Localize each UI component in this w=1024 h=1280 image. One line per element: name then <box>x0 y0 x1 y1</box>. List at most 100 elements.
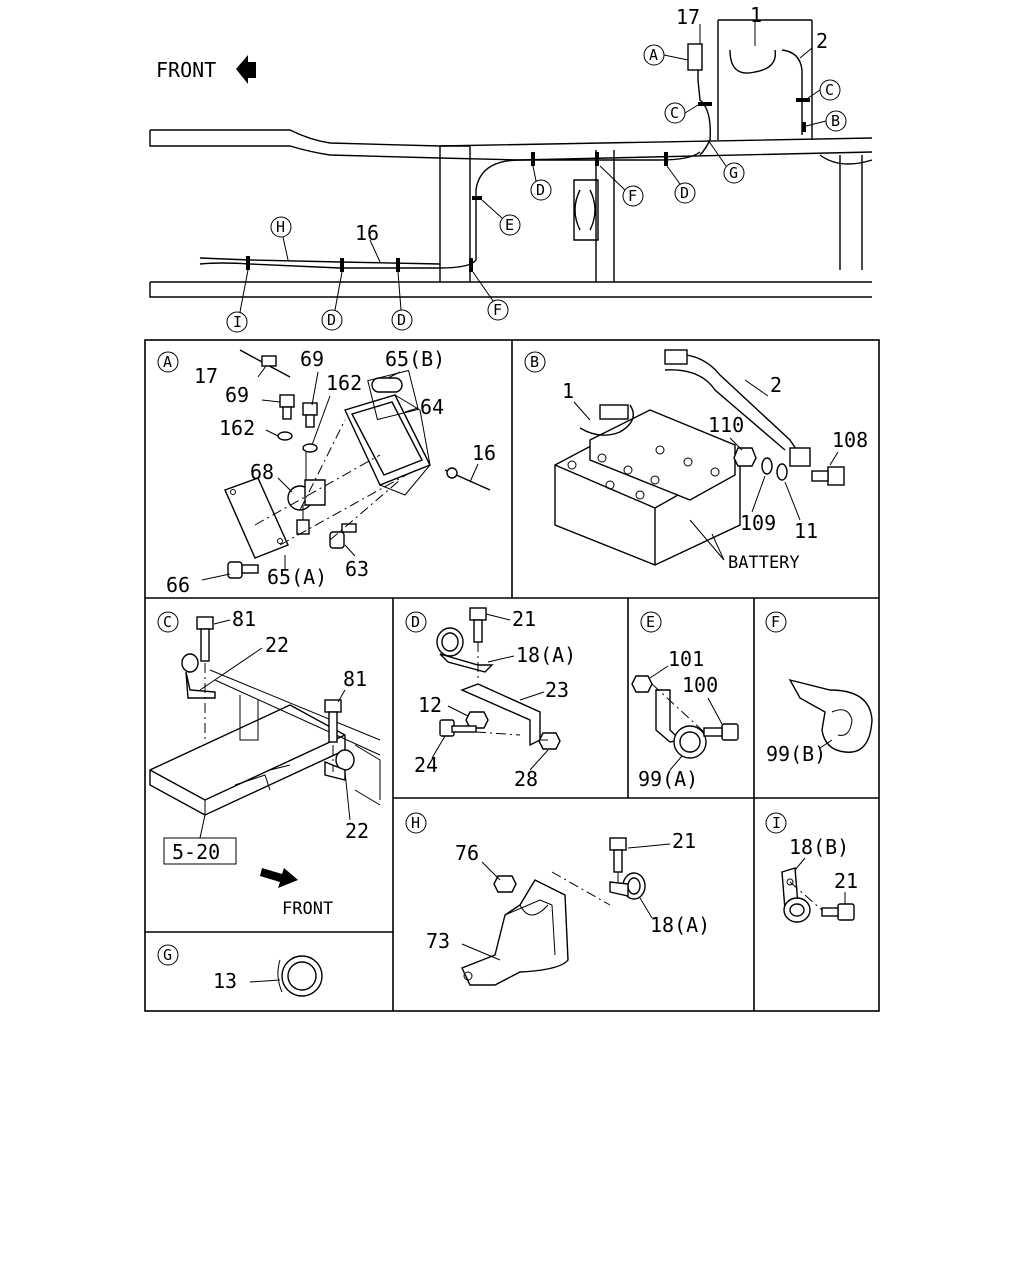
clamps <box>246 98 810 272</box>
cross-member-3 <box>819 154 873 270</box>
panel-i-letter: I <box>772 814 781 832</box>
clamp-22-right <box>324 749 355 781</box>
panel-d: D 21 18(A) 23 12 24 28 <box>405 607 576 791</box>
bolt-66 <box>227 561 259 579</box>
overview-label-17: 17 <box>676 5 700 29</box>
label-109: 109 <box>740 511 776 535</box>
panel-g: G 13 <box>157 944 323 997</box>
bolt-81-left <box>196 616 214 662</box>
cross-member-2 <box>595 150 615 282</box>
harness-2 <box>781 49 803 135</box>
label-69-right: 69 <box>300 347 324 371</box>
cover-plate-65a <box>224 477 289 559</box>
starter-motor <box>573 179 599 241</box>
bolt-24 <box>439 719 477 737</box>
nut-101 <box>631 675 653 693</box>
label-21-h: 21 <box>672 829 696 853</box>
front-arrow-icon <box>236 55 256 84</box>
label-front-c: FRONT <box>282 899 333 919</box>
label-65a: 65(A) <box>267 565 327 589</box>
washer-162-left <box>277 431 293 441</box>
callout-c2: C <box>825 81 834 99</box>
callout-c1: C <box>670 104 679 122</box>
panel-c: C 5-20 FRONT 81 22 81 22 <box>149 607 381 919</box>
callout-f1: F <box>628 187 637 205</box>
front-label: FRONT <box>156 58 216 82</box>
overview-callouts: A C C B G D F D E H F I D D <box>226 44 847 333</box>
callout-i: I <box>233 313 242 331</box>
label-16: 16 <box>472 441 496 465</box>
label-28: 28 <box>514 767 538 791</box>
harness-1 <box>729 49 777 74</box>
bolt-81-right <box>324 699 342 743</box>
label-2: 2 <box>770 373 782 397</box>
callout-f2: F <box>493 301 502 319</box>
frame-rail-upper <box>149 129 873 161</box>
label-63: 63 <box>345 557 369 581</box>
nut-12 <box>465 711 489 729</box>
label-18a-d: 18(A) <box>516 643 576 667</box>
clamp-18a-d <box>436 627 494 673</box>
overview-diagram: FRONT <box>149 3 873 333</box>
label-22-bottom: 22 <box>345 819 369 843</box>
callout-d3: D <box>327 311 336 329</box>
nut-28 <box>538 732 561 750</box>
label-108: 108 <box>832 428 868 452</box>
panel-h: H 76 21 18(A) 73 <box>405 812 710 986</box>
panel-i: I 18(B) 21 <box>765 812 858 923</box>
panel-e-letter: E <box>646 613 655 631</box>
label-64: 64 <box>420 395 444 419</box>
label-12: 12 <box>418 693 442 717</box>
panel-a-letter: A <box>163 353 172 371</box>
battery-tray <box>149 704 346 816</box>
label-21-i: 21 <box>834 869 858 893</box>
label-battery: BATTERY <box>728 553 800 573</box>
label-69-left: 69 <box>225 383 249 407</box>
overview-label-2: 2 <box>816 29 828 53</box>
panel-b: B 1 2 110 108 109 11 BATTERY <box>524 349 868 573</box>
label-23: 23 <box>545 678 569 702</box>
battery-box-outline <box>717 19 813 140</box>
label-68: 68 <box>250 460 274 484</box>
panel-f: F 99(B) <box>765 611 873 766</box>
panel-g-letter: G <box>163 946 172 964</box>
washer-11 <box>776 463 788 481</box>
label-13: 13 <box>213 969 237 993</box>
label-65b: 65(B) <box>385 347 445 371</box>
panel-f-letter: F <box>771 613 780 631</box>
panel-e: E 101 100 99(A) <box>631 611 739 791</box>
cross-member-1 <box>439 145 471 282</box>
harness-16b <box>199 257 441 265</box>
overview-label-1: 1 <box>750 3 762 27</box>
battery-terminals <box>567 445 720 500</box>
washer-109 <box>761 457 773 475</box>
nut-76 <box>493 875 517 893</box>
connector-17 <box>687 43 703 71</box>
label-162-left: 162 <box>219 416 255 440</box>
bolt-108 <box>811 466 845 486</box>
callout-b: B <box>831 112 840 130</box>
clamp-18a-h <box>609 872 646 900</box>
bracket-73 <box>461 879 569 986</box>
label-81-left: 81 <box>232 607 256 631</box>
clamp-18b <box>781 867 811 923</box>
label-110: 110 <box>708 413 744 437</box>
label-73: 73 <box>426 929 450 953</box>
grommet-13 <box>277 955 323 997</box>
label-76: 76 <box>455 841 479 865</box>
bolt-69-right <box>302 402 318 428</box>
label-100: 100 <box>682 673 718 697</box>
frame-rail-lower <box>149 281 872 298</box>
callout-d4: D <box>397 311 406 329</box>
callout-h: H <box>276 218 285 236</box>
callout-g: G <box>729 164 738 182</box>
panel-c-letter: C <box>163 613 172 631</box>
label-18b: 18(B) <box>789 835 849 859</box>
panel-b-letter: B <box>530 353 539 371</box>
bolt-100 <box>703 723 739 741</box>
label-1: 1 <box>562 379 574 403</box>
harness-17 <box>697 44 711 156</box>
bolt-21-h <box>609 837 627 873</box>
label-99b: 99(B) <box>766 742 826 766</box>
